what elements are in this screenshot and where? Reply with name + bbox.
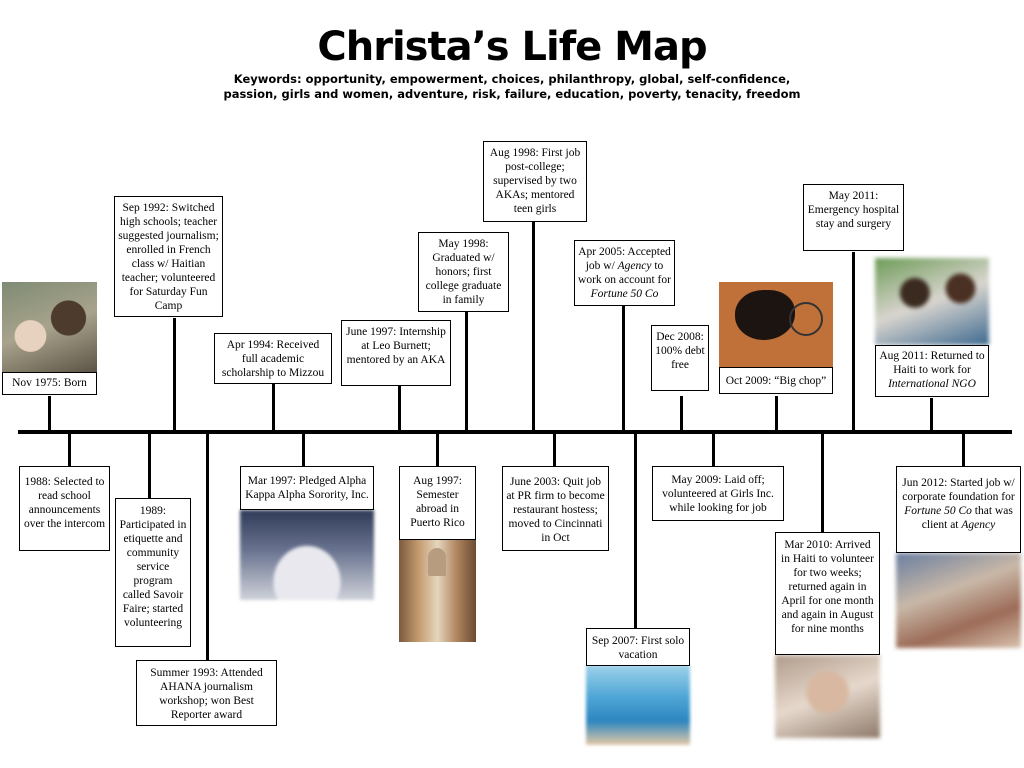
event-1989: 1989: Participated in etiquette and comm… <box>115 498 191 647</box>
event-2003: June 2003: Quit job at PR firm to become… <box>502 466 609 551</box>
tick-1988 <box>68 434 71 466</box>
event-2007: Sep 2007: First solo vacation <box>586 628 690 666</box>
tick-1997aug <box>436 434 439 466</box>
tick-2007 <box>634 434 637 628</box>
puerto-rico-photo <box>399 540 476 642</box>
tick-1993 <box>206 434 209 660</box>
sorority-group-photo <box>240 510 374 600</box>
tick-1998aug <box>532 222 535 430</box>
tick-1998may <box>465 312 468 430</box>
event-2012-mid: that was client at <box>921 505 1013 531</box>
tick-2012 <box>962 434 965 466</box>
big-chop-photo <box>719 282 833 367</box>
event-1998may: May 1998: Graduated w/ honors; first col… <box>418 232 509 312</box>
event-2005-pre: Apr 2005: Accepted job w/ <box>578 246 671 272</box>
event-1988: 1988: Selected to read school announceme… <box>19 466 110 551</box>
tick-2009may <box>712 434 715 466</box>
event-2005-fortune: Fortune 50 Co <box>590 288 659 300</box>
baby-photo <box>2 282 97 372</box>
vacation-photo <box>586 665 690 745</box>
event-2008: Dec 2008: 100% debt free <box>651 325 709 391</box>
tick-2005 <box>622 306 625 430</box>
event-1993: Summer 1993: Attended AHANA journalism w… <box>136 660 277 726</box>
event-1994: Apr 1994: Received full academic scholar… <box>214 333 332 384</box>
tick-1992 <box>173 318 176 430</box>
event-2011may: May 2011: Emergency hospital stay and su… <box>803 184 904 251</box>
event-2012-fortune: Fortune 50 Co <box>904 505 972 517</box>
tick-1989 <box>148 434 151 498</box>
event-1997jun: June 1997: Internship at Leo Burnett; me… <box>341 320 451 386</box>
event-2005-mid: to work on account for <box>578 260 671 286</box>
tick-1997mar <box>302 434 305 466</box>
event-1997mar: Mar 1997: Pledged Alpha Kappa Alpha Soro… <box>240 466 374 510</box>
event-2005-agency: Agency <box>617 260 652 272</box>
corporate-group-photo <box>896 553 1021 648</box>
haiti-friends-photo <box>875 258 989 345</box>
event-1992: Sep 1992: Switched high schools; teacher… <box>114 196 223 317</box>
tick-2010 <box>821 434 824 532</box>
tick-1975 <box>48 396 51 430</box>
tick-2011may <box>852 252 855 430</box>
tick-2008 <box>680 396 683 430</box>
haiti-volunteer-photo <box>775 655 880 738</box>
tick-2003 <box>553 434 556 466</box>
event-1997aug: Aug 1997: Semester abroad in Puerto Rico <box>399 466 476 540</box>
event-2009may: May 2009: Laid off; volunteered at Girls… <box>652 466 784 521</box>
event-born: Nov 1975: Born <box>2 372 97 395</box>
page-title: Christa’s Life Map <box>317 24 707 70</box>
event-2005: Apr 2005: Accepted job w/ Agency to work… <box>574 240 675 306</box>
event-2011aug-pre: Aug 2011: Returned to Haiti to work for <box>879 350 985 376</box>
tick-2009oct <box>775 396 778 430</box>
timeline-axis <box>18 430 1012 434</box>
event-2012-agency: Agency <box>961 519 996 531</box>
tick-1997jun <box>398 386 401 430</box>
event-2011aug: Aug 2011: Returned to Haiti to work for … <box>875 345 989 397</box>
event-2010: Mar 2010: Arrived in Haiti to volunteer … <box>775 532 880 655</box>
event-2012: Jun 2012: Started job w/ corporate found… <box>896 466 1021 553</box>
event-2009oct: Oct 2009: “Big chop” <box>719 367 833 394</box>
event-1998aug: Aug 1998: First job post-college; superv… <box>483 141 587 222</box>
event-2011aug-ngo: International NGO <box>888 378 976 390</box>
event-2012-pre: Jun 2012: Started job w/ corporate found… <box>902 477 1015 503</box>
keywords-line: Keywords: opportunity, empowerment, choi… <box>223 72 801 101</box>
tick-1994 <box>272 384 275 430</box>
tick-2011aug <box>930 398 933 430</box>
